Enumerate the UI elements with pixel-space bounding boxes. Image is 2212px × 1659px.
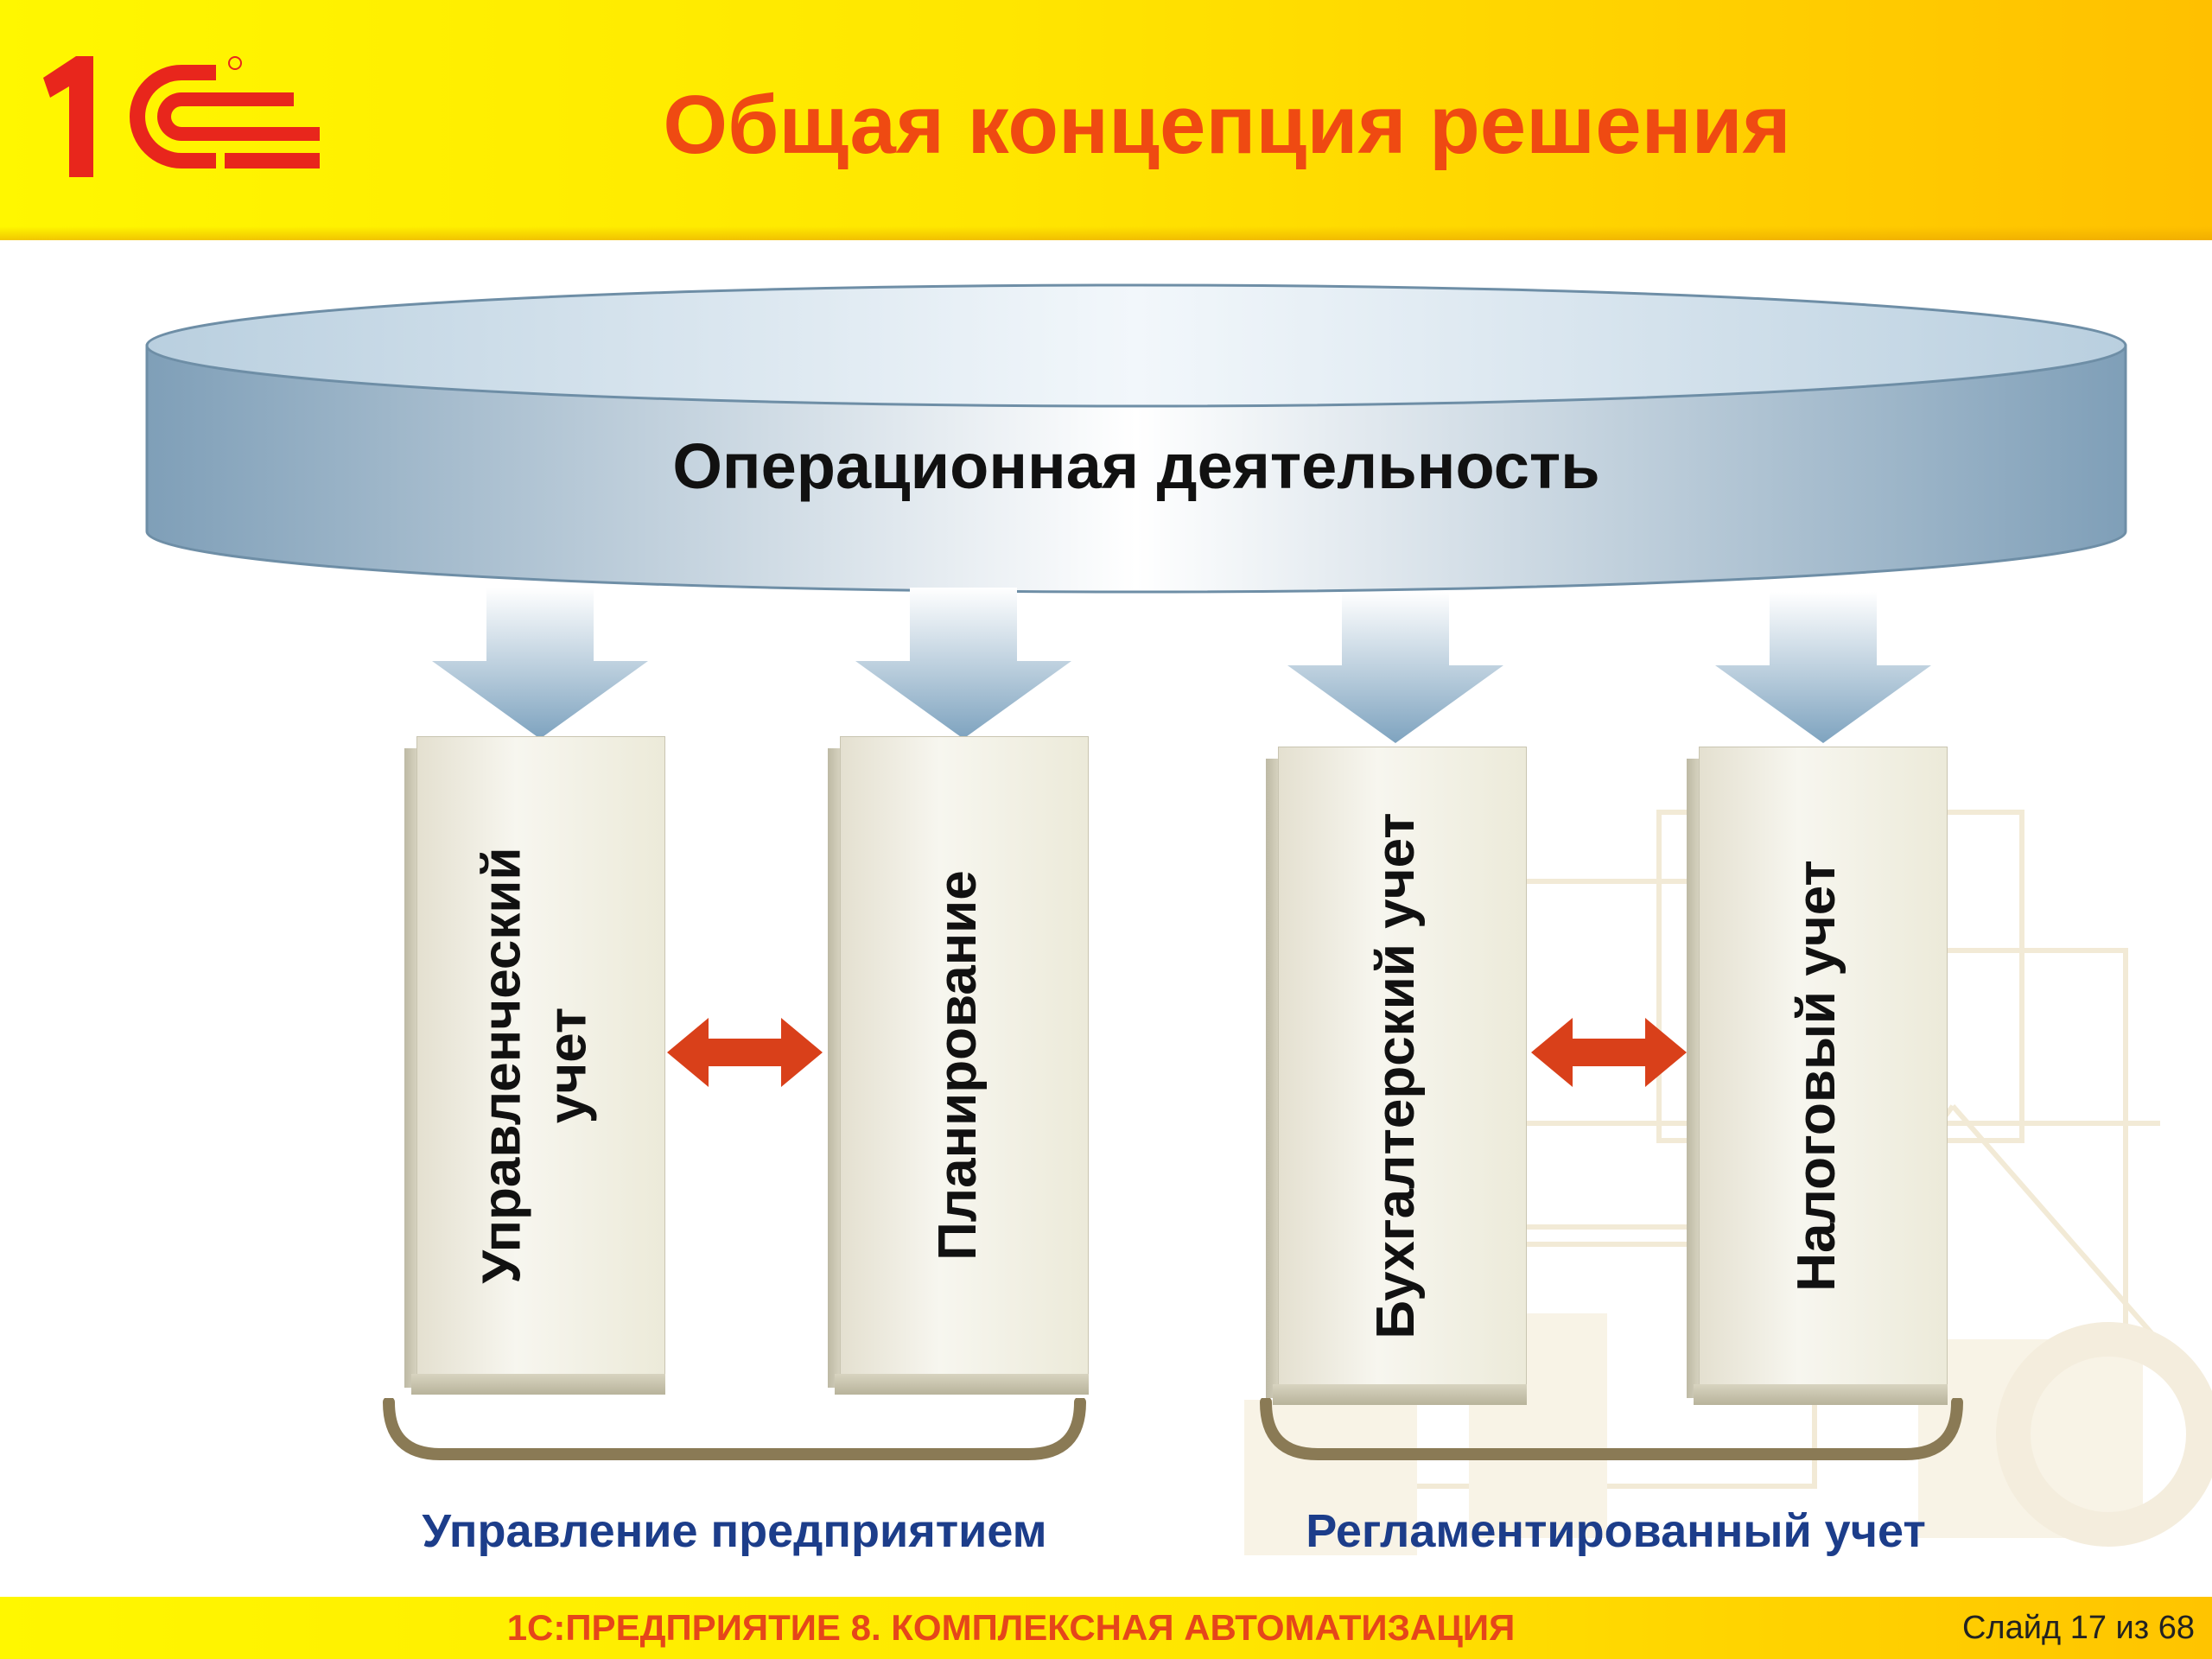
block-label: Управленческий учет	[472, 847, 597, 1284]
block-side	[1687, 759, 1700, 1398]
block-side	[404, 748, 418, 1388]
block-label: Налоговый учет	[1787, 860, 1847, 1292]
1c-logo: 1С	[43, 56, 320, 177]
block-planning: Планирование	[828, 736, 1089, 1395]
block-tax-accounting: Налоговый учет	[1687, 747, 1948, 1405]
group-label-regulated-accounting: Регламентированный учет	[1306, 1505, 1926, 1557]
down-arrow-icon	[1287, 592, 1503, 743]
block-side	[1266, 759, 1280, 1398]
group-label-enterprise-management: Управление предприятием	[422, 1505, 1047, 1557]
group-bracket	[383, 1398, 1086, 1460]
block-accounting: Бухгалтерский учет	[1266, 747, 1527, 1405]
block-bottom	[411, 1374, 665, 1395]
footer-bar	[0, 1597, 2212, 1659]
block-side	[828, 748, 842, 1388]
block-management-accounting: Управленческий учет	[404, 736, 665, 1395]
group-bracket	[1260, 1398, 1963, 1460]
operations-label: Операционная деятельность	[672, 430, 1600, 502]
block-face	[416, 736, 665, 1376]
page-title: Общая концепция решения	[663, 79, 1791, 171]
slide-number: Слайд 17 из 68	[1961, 1610, 2195, 1646]
header-shadow	[0, 226, 2212, 240]
block-label: Бухгалтерский учет	[1366, 812, 1427, 1339]
double-arrow-icon	[1531, 1018, 1687, 1087]
operations-disc	[145, 283, 2127, 594]
block-bottom	[835, 1374, 1089, 1395]
block-face	[1699, 747, 1948, 1386]
header-bar	[0, 0, 2212, 240]
footer-title: 1С:ПРЕДПРИЯТИЕ 8. КОМПЛЕКСНАЯ АВТОМАТИЗА…	[506, 1607, 1516, 1648]
block-label: Планирование	[928, 870, 988, 1261]
block-bottom	[1273, 1384, 1527, 1405]
down-arrow-icon	[1715, 592, 1931, 743]
block-bottom	[1694, 1384, 1948, 1405]
down-arrow-icon	[855, 588, 1071, 739]
double-arrow-icon	[667, 1018, 823, 1087]
down-arrow-icon	[432, 588, 648, 739]
